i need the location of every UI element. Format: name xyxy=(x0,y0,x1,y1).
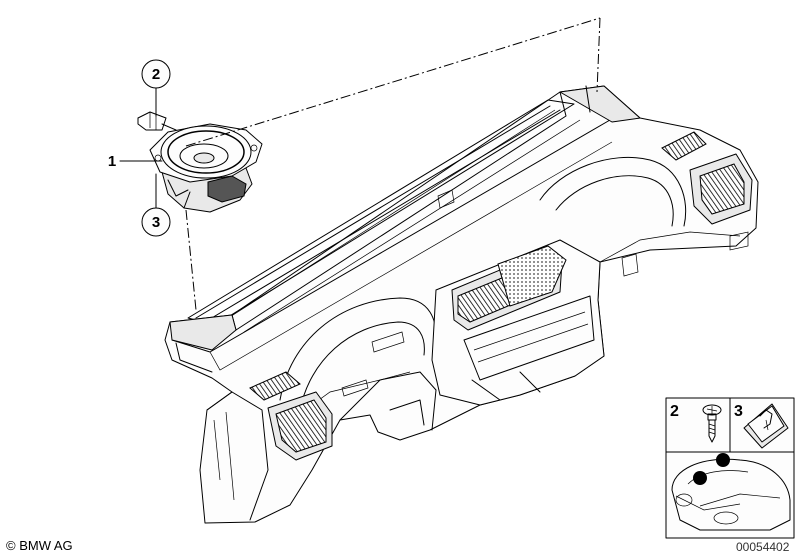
callout-1: 1 xyxy=(108,153,116,170)
callout-3-label: 3 xyxy=(152,214,160,231)
car-location-icon xyxy=(671,453,791,531)
leader-lines xyxy=(119,17,601,311)
clip-nut-icon xyxy=(743,403,789,449)
speaker-part xyxy=(137,111,263,213)
callout-3: 3 xyxy=(141,207,171,237)
callout-2: 2 xyxy=(141,59,171,89)
dashboard-panel xyxy=(164,85,759,524)
inset-label-2: 2 xyxy=(670,403,679,420)
parts-inset: 2 3 xyxy=(665,397,795,539)
copyright-text: © BMW AG xyxy=(6,538,73,553)
callout-1-label: 1 xyxy=(108,153,116,170)
document-number: 00054402 xyxy=(736,540,790,554)
screw-icon xyxy=(702,404,722,443)
callout-2-label: 2 xyxy=(152,66,160,83)
inset-label-3: 3 xyxy=(734,403,743,420)
